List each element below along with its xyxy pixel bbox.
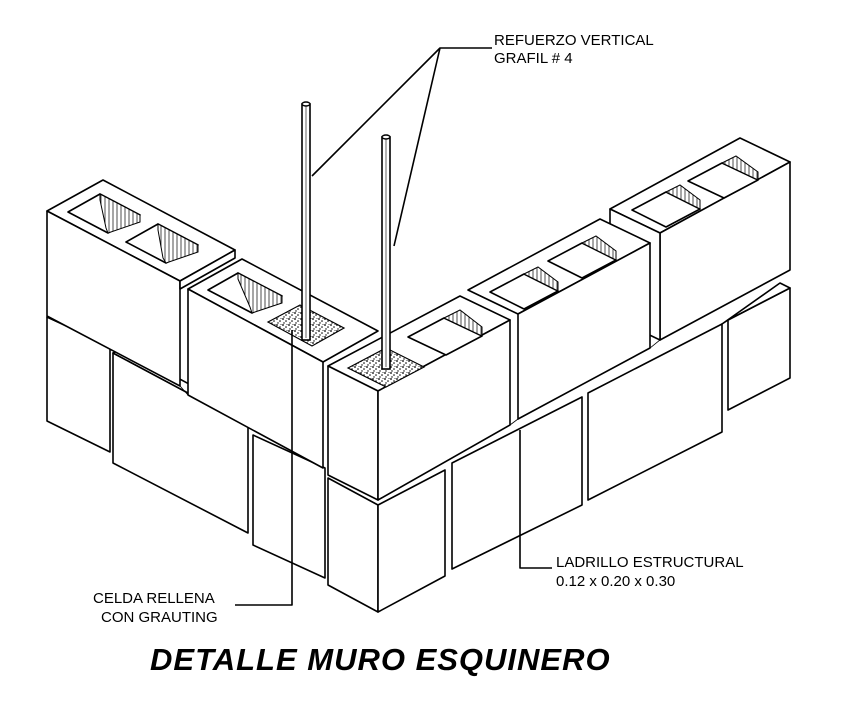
brick-label-line1: LADRILLO ESTRUCTURAL bbox=[556, 554, 744, 571]
vertical-rebar-left bbox=[301, 101, 311, 341]
grout-label-line2: CON GRAUTING bbox=[101, 609, 218, 626]
left-grouted-block bbox=[187, 258, 379, 469]
rebar-label-line2: GRAFIL # 4 bbox=[494, 50, 573, 67]
rebar-label-line1: REFUERZO VERTICAL bbox=[494, 32, 654, 49]
grout-label-line1: CELDA RELLENA bbox=[93, 590, 215, 607]
brick-label-line2: 0.12 x 0.20 x 0.30 bbox=[556, 573, 675, 590]
drawing-title: DETALLE MURO ESQUINERO bbox=[150, 642, 611, 677]
right-middle-block bbox=[467, 218, 651, 420]
vertical-rebar-right bbox=[381, 134, 391, 370]
leader-lines bbox=[235, 47, 552, 606]
mortar-joints bbox=[46, 269, 791, 501]
corner-grouted-block bbox=[327, 295, 511, 501]
